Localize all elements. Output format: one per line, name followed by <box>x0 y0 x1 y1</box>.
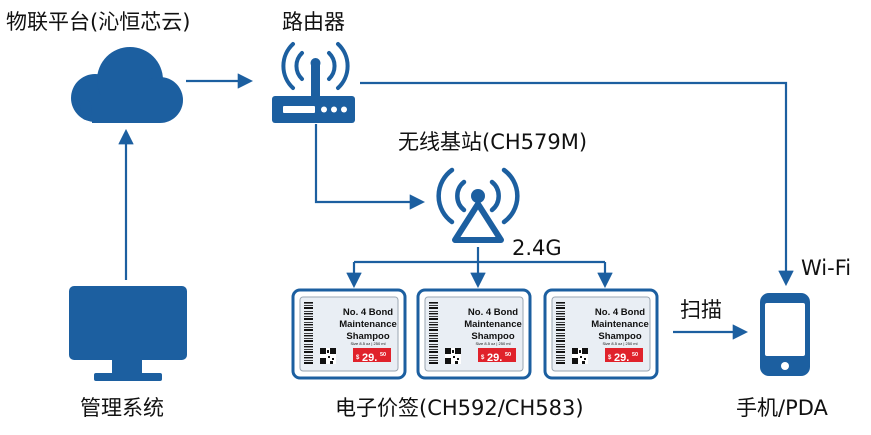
tag-size: Size 8.5 oz | 250 ml <box>350 341 385 346</box>
price-tags-label: 电子价签(CH592/CH583) <box>335 396 584 420</box>
tag-size: Size 8.5 oz | 250 ml <box>475 341 510 346</box>
tag-2-price: $ 29. 50 <box>481 352 511 364</box>
tag-cents: 50 <box>380 352 386 358</box>
tag-line2: Maintenance <box>464 319 522 330</box>
scan-label: 扫描 <box>680 298 722 322</box>
tag-3-price: $ 29. 50 <box>608 352 638 364</box>
arrow-router-phone <box>360 81 794 287</box>
tag-line3: Shampoo <box>598 331 641 342</box>
tag-1-price: $ 29. 50 <box>356 352 386 364</box>
cloud-platform-label: 物联平台(沁恒芯云) <box>6 10 191 34</box>
tag-line2: Maintenance <box>339 319 397 330</box>
tag-1-text: No. 4 Bond Maintenance Shampoo Size 8.5 … <box>339 307 397 346</box>
monitor-icon <box>69 286 187 381</box>
arrow-router-base <box>314 124 426 210</box>
cloud-icon <box>71 47 183 123</box>
tag-cents: 50 <box>632 352 638 358</box>
phone-icon <box>760 293 810 376</box>
tag-line1: No. 4 Bond <box>343 307 393 318</box>
tag-currency: $ <box>481 355 485 361</box>
tag-currency: $ <box>356 355 360 361</box>
tag-line3: Shampoo <box>346 331 389 342</box>
tag-line3: Shampoo <box>471 331 514 342</box>
router-label: 路由器 <box>282 10 345 34</box>
frequency-label: 2.4G <box>512 236 562 260</box>
tag-line1: No. 4 Bond <box>468 307 518 318</box>
tag-line1: No. 4 Bond <box>595 307 645 318</box>
antenna-icon <box>436 167 520 243</box>
tag-line2: Maintenance <box>591 319 649 330</box>
wifi-label: Wi-Fi <box>801 256 852 280</box>
tag-price: 29. <box>362 352 377 364</box>
tag-cents: 50 <box>505 352 511 358</box>
phone-label: 手机/PDA <box>736 396 828 420</box>
tag-3-text: No. 4 Bond Maintenance Shampoo Size 8.5 … <box>591 307 649 346</box>
base-station-label: 无线基站(CH579M) <box>398 130 588 154</box>
management-system-label: 管理系统 <box>80 396 164 420</box>
tag-price: 29. <box>487 352 502 364</box>
tag-size: Size 8.5 oz | 250 ml <box>602 341 637 346</box>
tag-currency: $ <box>608 355 612 361</box>
tag-price: 29. <box>614 352 629 364</box>
tag-2-text: No. 4 Bond Maintenance Shampoo Size 8.5 … <box>464 307 522 346</box>
router-icon <box>272 42 355 123</box>
connections <box>118 73 794 340</box>
